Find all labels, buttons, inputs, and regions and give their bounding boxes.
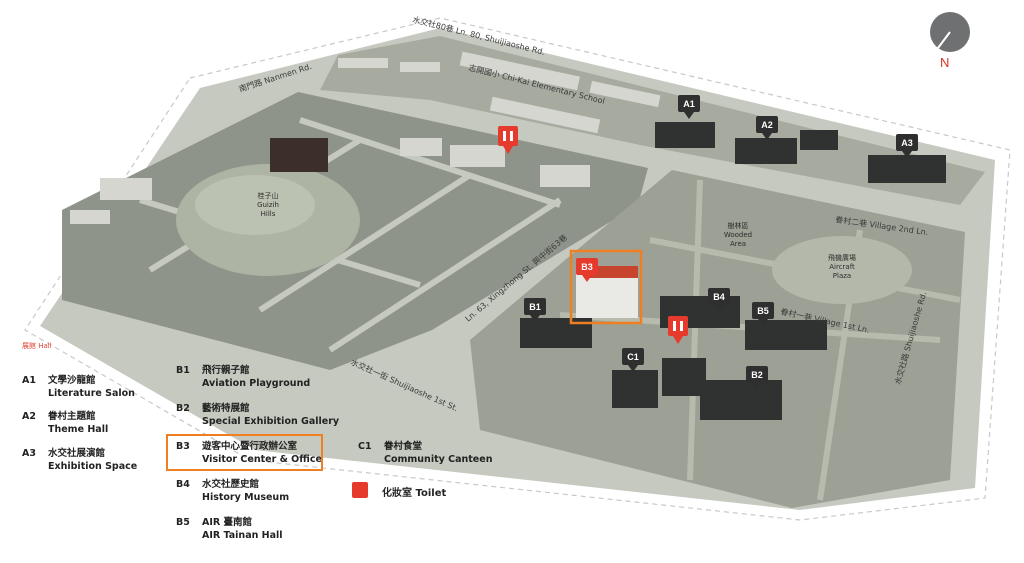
pin-a1[interactable]: A1 <box>678 95 700 119</box>
svg-text:B3: B3 <box>581 262 593 272</box>
wooded-label-en1: Wooded <box>724 231 752 239</box>
toilet-legend-label: 化妝室 Toilet <box>382 488 447 499</box>
aircraft-label-en1: Aircraft <box>829 263 855 271</box>
hill-label-en2: Hills <box>261 210 276 218</box>
aircraft-plaza <box>772 236 912 304</box>
pin-c1[interactable]: C1 <box>622 348 644 372</box>
aircraft-label-zh: 飛機廣場 <box>828 253 856 262</box>
hall-key-label: 展館 Hall <box>22 342 52 350</box>
pin-b2[interactable]: B2 <box>746 366 768 390</box>
toilet-marker-north[interactable] <box>498 126 518 154</box>
svg-text:A3: A3 <box>901 138 913 148</box>
pin-a2[interactable]: A2 <box>756 116 778 140</box>
pin-b1[interactable]: B1 <box>524 298 546 322</box>
wooded-label-zh: 樹林區 <box>728 221 749 230</box>
pin-b3[interactable]: B3 <box>576 258 598 282</box>
hill-highlight <box>195 175 315 235</box>
toilet-marker-south[interactable] <box>668 316 688 344</box>
hill-label-zh: 桂子山 <box>258 191 279 200</box>
svg-text:C1: C1 <box>627 352 639 362</box>
svg-text:B5: B5 <box>757 306 769 316</box>
school-buildings <box>70 51 661 224</box>
hill-structure <box>270 138 328 172</box>
compass-n: N <box>940 55 949 70</box>
svg-text:B1: B1 <box>529 302 541 312</box>
svg-text:B2: B2 <box>751 370 763 380</box>
north-compass: N <box>930 12 970 70</box>
school-block <box>320 36 985 205</box>
svg-text:B4: B4 <box>713 292 725 302</box>
visitor-center-building <box>576 274 638 318</box>
b3-highlight-legend <box>166 434 323 471</box>
b3-highlight-map <box>569 249 643 325</box>
toilet-legend-icon <box>352 482 368 498</box>
svg-text:A1: A1 <box>683 99 695 109</box>
site-boundary <box>24 17 1011 521</box>
visitor-center-roof <box>586 266 638 278</box>
wooded-label-en2: Area <box>730 240 746 248</box>
pin-a3[interactable]: A3 <box>896 134 918 158</box>
pin-b4[interactable]: B4 <box>708 288 730 312</box>
pin-b5[interactable]: B5 <box>752 302 774 326</box>
hill-label-en1: Guizih <box>257 201 279 209</box>
aircraft-label-en2: Plaza <box>833 272 851 280</box>
svg-text:A2: A2 <box>761 120 773 130</box>
